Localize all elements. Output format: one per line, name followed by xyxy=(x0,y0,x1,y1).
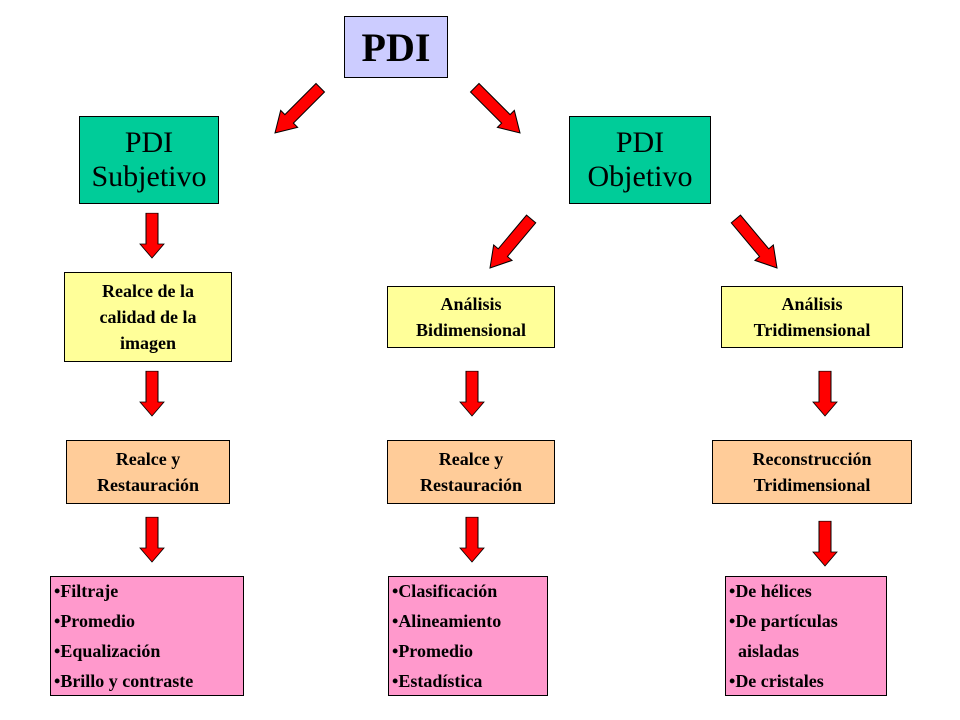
list-item: De cristales xyxy=(729,666,838,696)
bidimensional-line-1: Análisis xyxy=(440,293,502,314)
tridimensional-line-1: Análisis xyxy=(781,293,843,314)
arrow-tridimensional-to-level3 xyxy=(812,370,838,417)
subjective-title-line-1: PDI xyxy=(124,125,174,159)
list-item: Filtraje xyxy=(54,576,193,606)
arrow-subjective-to-level2 xyxy=(139,212,165,259)
list-item: De partículas xyxy=(729,606,838,636)
bidimensional-node: Análisis Bidimensional xyxy=(387,286,555,348)
root-node: PDI xyxy=(344,16,448,78)
subjective-level3-line-1: Realce y xyxy=(115,448,181,469)
arrow-root-to-subjective xyxy=(266,78,330,142)
list-item: Clasificación xyxy=(392,576,501,606)
tridimensional-line-2: Tridimensional xyxy=(753,320,871,340)
arrow-root-to-objective xyxy=(465,78,529,142)
list-item: Alineamiento xyxy=(392,606,501,636)
bidimensional-level3-line-1: Realce y xyxy=(438,448,504,469)
list-item: Equalización xyxy=(54,636,193,666)
bidimensional-level3-node: Realce y Restauración xyxy=(387,440,555,504)
tridimensional-level3-line-1: Reconstrucción xyxy=(752,448,872,469)
tridimensional-node: Análisis Tridimensional xyxy=(721,286,903,348)
bidimensional-line-2: Bidimensional xyxy=(415,320,527,340)
arrow-subjective-level3-to-items xyxy=(139,516,165,563)
subjective-level2-line-2: calidad de la xyxy=(99,306,197,327)
objective-title-line-1: PDI xyxy=(615,125,665,159)
subjective-node: PDI Subjetivo xyxy=(79,116,219,204)
arrow-bidimensional-level3-to-items xyxy=(459,516,485,563)
subjective-level2-line-3: imagen xyxy=(119,333,176,354)
bidimensional-items-list: Clasificación Alineamiento Promedio Esta… xyxy=(388,576,548,696)
tridimensional-items-list: De hélices De partículas aisladas De cri… xyxy=(725,576,887,696)
arrow-objective-to-bidimensional xyxy=(480,210,541,277)
subjective-items-list: Filtraje Promedio Equalización Brillo y … xyxy=(50,576,244,696)
subjective-title-line-2: Subjetivo xyxy=(91,160,207,193)
arrow-subjective-level2-to-level3 xyxy=(139,370,165,417)
arrow-tridimensional-level3-to-items xyxy=(812,520,838,567)
subjective-level2-line-1: Realce de la xyxy=(102,280,194,301)
list-item: Promedio xyxy=(392,636,501,666)
tridimensional-level3-node: Reconstrucción Tridimensional xyxy=(712,440,912,504)
subjective-level3-node: Realce y Restauración xyxy=(66,440,230,504)
subjective-level3-line-2: Restauración xyxy=(97,475,199,495)
list-item-continuation: aisladas xyxy=(729,641,800,661)
bidimensional-level3-line-2: Restauración xyxy=(420,475,522,495)
objective-node: PDI Objetivo xyxy=(569,116,711,204)
subjective-level2-node: Realce de la calidad de la imagen xyxy=(64,272,232,362)
list-item: De hélices xyxy=(729,576,838,606)
root-label: PDI xyxy=(361,24,431,70)
arrow-objective-to-tridimensional xyxy=(726,210,787,277)
arrow-bidimensional-to-level3 xyxy=(459,370,485,417)
list-item: Estadística xyxy=(392,666,501,696)
list-item: Promedio xyxy=(54,606,193,636)
objective-title-line-2: Objetivo xyxy=(587,160,693,193)
list-item: Brillo y contraste xyxy=(54,666,193,696)
tridimensional-level3-line-2: Tridimensional xyxy=(753,475,871,495)
